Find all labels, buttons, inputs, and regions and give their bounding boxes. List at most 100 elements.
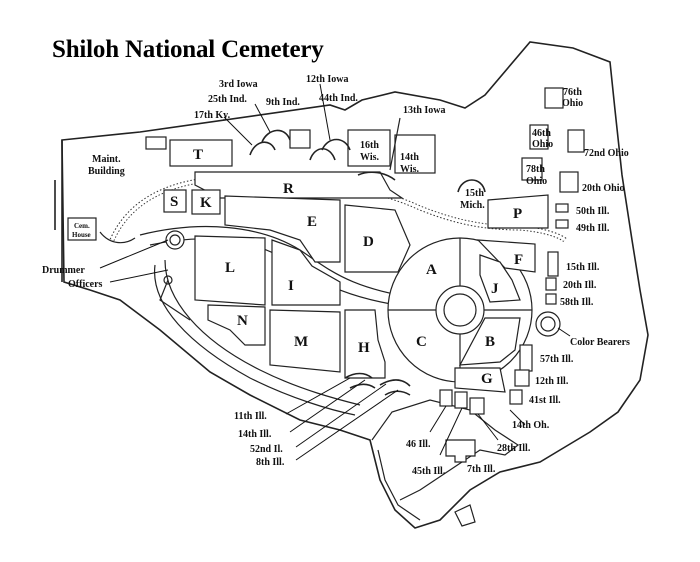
drummer-monument xyxy=(165,230,185,250)
label-25th-ind: 25th Ind. xyxy=(208,94,247,105)
west-drive xyxy=(164,259,361,406)
mon-20-shape xyxy=(545,277,557,291)
mon-9ind-shape xyxy=(289,129,311,149)
section-L-shape xyxy=(194,235,266,306)
section-letter-R: R xyxy=(283,181,294,197)
label-28th-ill: 28th Ill. xyxy=(497,443,531,454)
mon-28-shape xyxy=(469,397,485,415)
label-14th-wis-2: Wis. xyxy=(400,164,419,175)
label-46th-ohio-2: Ohio xyxy=(532,139,553,150)
label-58th-ill: 58th Ill. xyxy=(560,297,594,308)
label-76th-ohio-2: Ohio xyxy=(562,98,583,109)
label-14th-wis-1: 14th xyxy=(400,152,419,163)
leader-45ill xyxy=(439,407,463,456)
mon-iowa-arc-4 xyxy=(321,138,351,151)
label-15th-mich-2: Mich. xyxy=(460,200,485,211)
mon-15mich-arc xyxy=(457,179,486,193)
label-7th-ill: 7th Ill. xyxy=(467,464,496,475)
label-76th-ohio-1: 76th xyxy=(563,87,582,98)
mon-16wis-shape xyxy=(347,129,391,167)
officers-marker xyxy=(163,275,173,285)
label-12th-ill: 12th Ill. xyxy=(535,376,569,387)
section-letter-I: I xyxy=(288,278,294,294)
mon-20oh-shape xyxy=(559,171,579,193)
leader-46ill xyxy=(429,405,447,433)
section-E-shape xyxy=(224,195,341,263)
south-gate-shape xyxy=(454,504,476,527)
label-49th-ill: 49th Ill. xyxy=(576,223,610,234)
mon-46-shape xyxy=(529,124,549,150)
section-letter-M: M xyxy=(294,334,308,350)
label-41st-ill: 41st Ill. xyxy=(529,395,561,406)
leader-14oh xyxy=(509,409,526,426)
mon-iowa-arc-2 xyxy=(261,129,291,143)
section-D-shape xyxy=(344,204,411,273)
label-57th-ill: 57th Ill. xyxy=(540,354,574,365)
mon-45-shape xyxy=(454,391,468,409)
mon-50-shape xyxy=(555,203,569,213)
leader-8ill xyxy=(295,389,399,461)
leader-officers xyxy=(109,269,169,283)
south-lane xyxy=(377,449,421,521)
label-8th-ill: 8th Ill. xyxy=(256,457,285,468)
officers-path xyxy=(159,279,191,321)
leader-colorbearers xyxy=(557,327,571,337)
mon-57-shape xyxy=(519,344,533,372)
label-20th-ill: 20th Ill. xyxy=(563,280,597,291)
mon-ill-arc-1 xyxy=(344,372,373,379)
section-M-shape xyxy=(269,309,341,373)
label-78th-ohio-1: 78th xyxy=(526,164,545,175)
section-P-shape xyxy=(487,194,549,229)
mon-14wis-shape xyxy=(394,134,436,174)
central-circle-core xyxy=(443,293,477,327)
cemetery-boundary xyxy=(61,41,649,529)
label-50th-ill: 50th Ill. xyxy=(576,206,610,217)
house-drive xyxy=(99,231,136,244)
mon-76-shape xyxy=(544,87,564,109)
drummer-monument-inner xyxy=(169,234,181,246)
mon-15-shape xyxy=(547,251,559,277)
section-B-shape xyxy=(458,317,521,366)
section-letter-J: J xyxy=(491,281,499,297)
maint-building-label-1: Maint. xyxy=(92,154,121,165)
leader-drummer xyxy=(99,239,169,269)
label-78th-ohio-2: Ohio xyxy=(526,176,547,187)
mon-ill-arc-3 xyxy=(349,383,376,389)
section-letter-B: B xyxy=(485,334,495,350)
label-11th-ill: 11th Ill. xyxy=(234,411,267,422)
section-letter-F: F xyxy=(514,252,523,268)
leader-11ill xyxy=(285,377,351,415)
mon-49-shape xyxy=(555,219,569,229)
label-16th-wis-2: Wis. xyxy=(360,152,379,163)
mon-13iowa-pointer xyxy=(389,117,401,171)
section-K-shape xyxy=(191,189,221,215)
map-title: Shiloh National Cemetery xyxy=(52,36,324,63)
label-officers: Officers xyxy=(68,279,103,290)
mon-41-shape xyxy=(509,389,523,405)
label-46th-ohio-1: 46th xyxy=(532,128,551,139)
section-J-shape xyxy=(479,254,521,303)
label-16th-wis-1: 16th xyxy=(360,140,379,151)
leader-52ill xyxy=(295,383,387,448)
section-F-shape xyxy=(476,239,536,273)
label-52nd-ill: 52nd Il. xyxy=(250,444,283,455)
cem-house-label-1: Cem. xyxy=(74,222,90,230)
color-bearers-inner xyxy=(540,316,556,332)
label-14th-ill: 14th Ill. xyxy=(238,429,272,440)
section-S-shape xyxy=(163,189,187,213)
section-letter-G: G xyxy=(481,371,493,387)
section-I-shape xyxy=(271,239,341,306)
mon-iowa-arc-1 xyxy=(249,141,276,156)
mon-78-shape xyxy=(521,157,543,181)
section-letter-T: T xyxy=(193,147,203,163)
label-46-ill: 46 Ill. xyxy=(406,439,431,450)
mon-ill-arc-4 xyxy=(384,390,411,396)
leader-12iowa xyxy=(319,83,331,141)
label-9th-ind: 9th Ind. xyxy=(266,97,300,108)
mon-58-shape xyxy=(545,293,557,305)
label-17th-ky: 17th Ky. xyxy=(194,110,231,121)
leader-14ill xyxy=(289,379,366,433)
mon-ill-arc-2 xyxy=(379,379,411,387)
mon-7-shape xyxy=(445,439,476,463)
